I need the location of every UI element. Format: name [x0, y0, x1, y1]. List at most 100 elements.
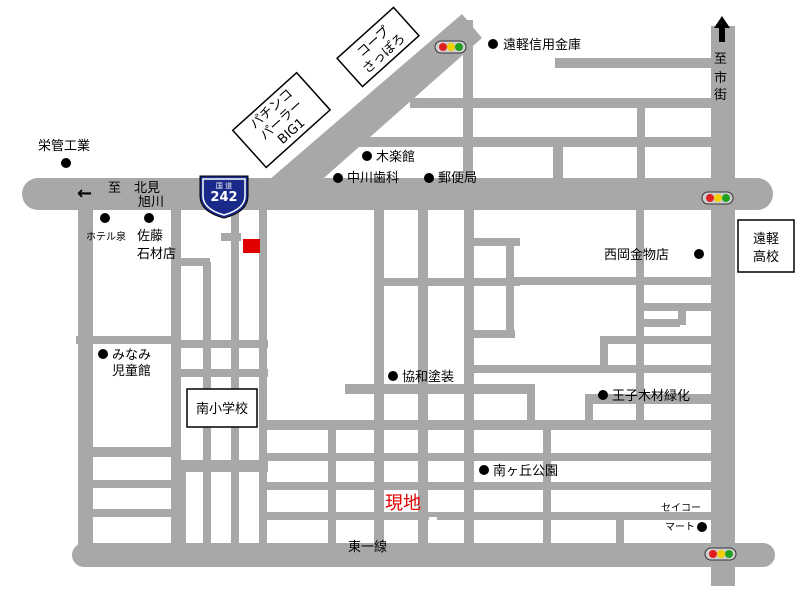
- place-dot-icon: [144, 213, 154, 223]
- road-h-240: [470, 238, 520, 246]
- direction-up-dest1: 市: [714, 70, 727, 86]
- direction-left-to: 至: [108, 181, 121, 196]
- traffic-signal-icon: [704, 547, 737, 561]
- enkaru-high-line1: 遠軽: [753, 232, 779, 247]
- label-mokurakukan: 木楽館: [376, 149, 415, 165]
- road-higashi-ichi-sen: [72, 543, 775, 567]
- place-dot-icon: [697, 522, 707, 532]
- label-shinyo: 遠軽信用金庫: [503, 37, 581, 53]
- minami-elementary-label: 南小学校: [196, 401, 248, 417]
- road-central-v-618: [616, 512, 624, 547]
- label-oji: 王子木材緑化: [612, 389, 690, 404]
- road-h-233: [221, 233, 241, 241]
- road-h-258: [178, 258, 210, 266]
- road-central-v-328: [328, 427, 336, 547]
- road-central-v-376: [374, 205, 384, 550]
- road-h-237: [345, 384, 535, 394]
- road-h-98: [410, 98, 713, 108]
- place-dot-icon: [333, 173, 343, 183]
- road-left-v-outer: [78, 205, 93, 550]
- route-shield-number: 242: [210, 190, 237, 205]
- current-location-marker-icon: [243, 239, 260, 253]
- road-h-322: [640, 319, 680, 327]
- current-location-gap: [429, 517, 437, 535]
- road-h-278: [380, 278, 520, 286]
- road-left-h-510: [78, 509, 181, 517]
- enkaru-high-box: 遠軽 高校: [737, 219, 795, 273]
- road-v-638: [637, 98, 645, 180]
- road-central-h-420: [265, 420, 715, 430]
- arrow-left-icon: ←: [77, 183, 92, 204]
- road-network: [22, 14, 775, 586]
- road-v-682: [678, 303, 686, 325]
- road-left-h-337: [76, 336, 181, 344]
- road-h-460: [178, 460, 268, 472]
- place-dot-icon: [61, 158, 71, 168]
- arrow-up-icon: [714, 16, 730, 42]
- label-nishioka: 西岡金物店: [604, 247, 669, 263]
- road-v-530: [527, 390, 535, 420]
- road-central-h-365: [470, 365, 712, 373]
- place-dot-icon: [598, 390, 608, 400]
- road-central-h-482: [265, 482, 715, 490]
- label-park: 南ヶ丘公園: [493, 463, 558, 479]
- road-h-303: [637, 303, 713, 311]
- label-seicomart-line2: マート: [665, 522, 695, 533]
- minami-elementary-box: 南小学校: [186, 388, 258, 428]
- direction-up-to: 至: [714, 52, 727, 67]
- road-central-v-466: [464, 205, 474, 550]
- place-dot-icon: [694, 249, 704, 259]
- place-dot-icon: [424, 173, 434, 183]
- road-left-h-480: [78, 480, 181, 488]
- label-eikan: 栄管工業: [38, 138, 90, 154]
- label-minami-line2: 児童館: [112, 363, 151, 379]
- label-nakagawa: 中川歯科: [347, 171, 399, 186]
- traffic-signal-icon: [701, 191, 734, 205]
- road-left-h-448: [78, 447, 181, 457]
- place-dot-icon: [362, 151, 372, 161]
- label-hotel: ホテル泉: [86, 230, 126, 243]
- road-h-58: [555, 58, 713, 68]
- current-location-label: 現地: [385, 493, 421, 514]
- label-yubinkyoku: 郵便局: [438, 171, 477, 186]
- road-h-137: [355, 137, 713, 147]
- label-sato-line2: 石材店: [137, 247, 176, 262]
- road-v-604: [600, 336, 608, 372]
- route-242-shield-icon: 国 道 242: [199, 175, 249, 219]
- direction-left-dest1: 北見: [134, 181, 160, 196]
- label-higashi-ichi-sen: 東一線: [348, 539, 387, 555]
- label-minami-line1: みなみ: [112, 348, 151, 363]
- pachinko-big1-box: パチンコ パーラー BIG1: [231, 71, 332, 169]
- place-dot-icon: [488, 39, 498, 49]
- road-h-340: [178, 340, 268, 348]
- road-left-v-171: [171, 205, 181, 550]
- place-dot-icon: [388, 371, 398, 381]
- place-dot-icon: [100, 213, 110, 223]
- direction-up: 至 市 街: [714, 16, 730, 103]
- enkaru-high-line2: 高校: [753, 249, 779, 265]
- road-h-396: [585, 394, 713, 404]
- road-h-335: [470, 330, 515, 338]
- road-diagonal: [255, 14, 482, 208]
- road-h-340-right: [600, 336, 713, 344]
- route-shield-top: 国 道: [216, 181, 232, 190]
- direction-up-dest2: 街: [714, 88, 727, 103]
- road-h-278-right: [510, 277, 713, 285]
- road-central-v-545: [543, 427, 551, 547]
- road-v-553: [553, 137, 563, 182]
- road-v-510: [506, 238, 514, 333]
- label-seicomart-line1: セイコー: [661, 502, 701, 514]
- direction-left: ← 至 北見 旭川: [77, 181, 164, 210]
- road-central-h-453: [265, 453, 715, 461]
- road-central-v-420: [418, 205, 428, 550]
- road-right-main: [711, 26, 735, 586]
- place-dot-icon: [98, 349, 108, 359]
- traffic-signal-icon: [434, 40, 467, 54]
- label-kyowa: 協和塗装: [402, 369, 454, 385]
- road-v-178: [178, 468, 186, 548]
- road-central-h-512: [265, 512, 715, 520]
- road-v-588: [585, 394, 593, 424]
- road-h-370: [178, 369, 268, 377]
- road-v-638-right: [636, 205, 644, 425]
